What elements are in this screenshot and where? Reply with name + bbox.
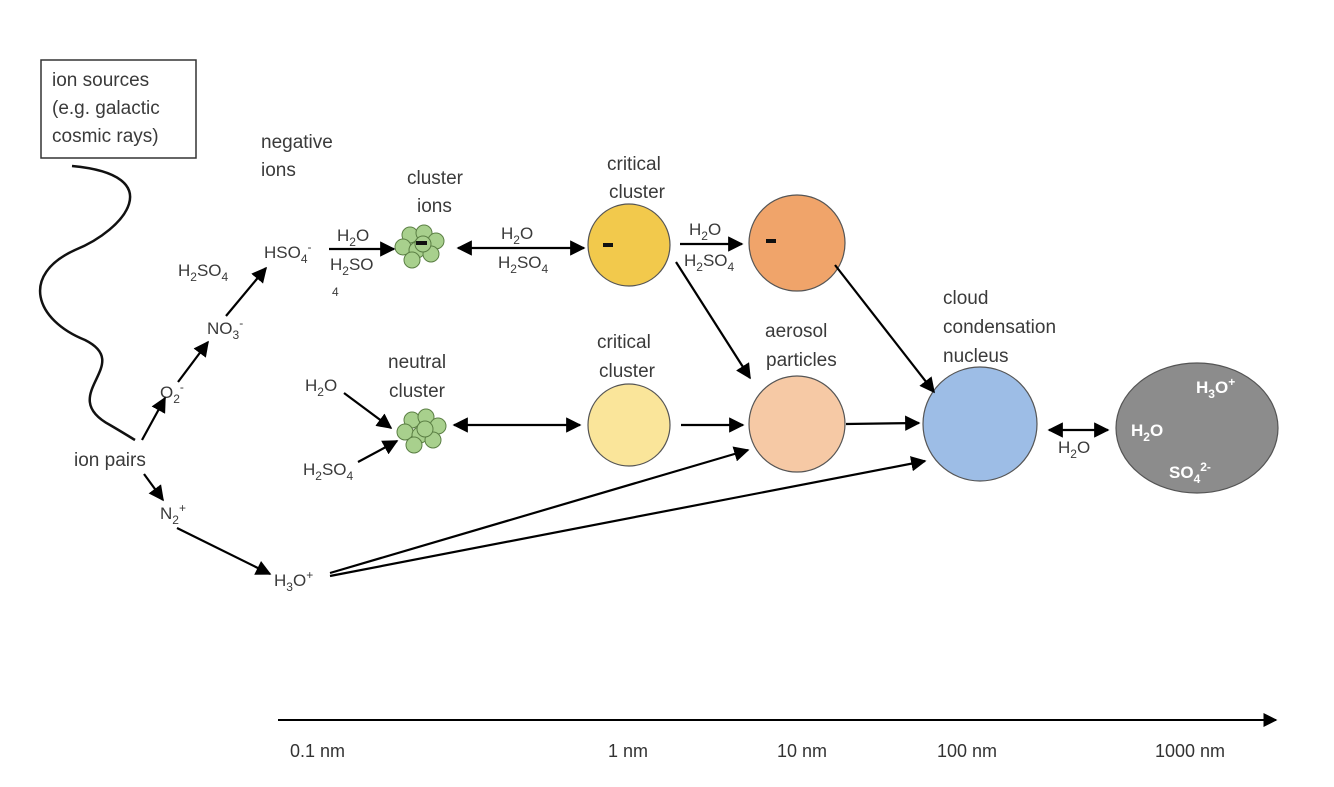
tick-0-1nm: 0.1 nm xyxy=(290,741,345,761)
svg-text:H2SO4: H2SO4 xyxy=(178,261,229,284)
svg-text:cluster: cluster xyxy=(389,381,446,402)
n2-plus: N2+ xyxy=(160,501,186,527)
svg-text:cluster: cluster xyxy=(407,168,464,189)
ion-pairs-label: ion pairs xyxy=(74,450,146,471)
cluster-ions-label: cluster ions xyxy=(407,168,464,217)
no3-minus: NO3- xyxy=(207,316,243,342)
svg-text:H2SO: H2SO xyxy=(330,255,374,278)
svg-text:condensation: condensation xyxy=(943,317,1056,338)
h2so4-neutral-precursor: H2SO4 xyxy=(303,460,354,483)
neutral-cluster-icon xyxy=(396,408,447,454)
svg-text:H2O: H2O xyxy=(337,226,369,249)
h3o-plus: H3O+ xyxy=(274,568,313,594)
ccn-label: cloud condensation nucleus xyxy=(943,288,1056,367)
critical-cluster-top-label: critical cluster xyxy=(607,154,666,203)
svg-text:NO3-: NO3- xyxy=(207,316,243,342)
cloud-droplet: H3O+ H2O SO42- xyxy=(1115,362,1279,494)
h2so4-left: H2SO4 xyxy=(178,261,229,284)
svg-text:H2SO4: H2SO4 xyxy=(684,251,735,274)
critical-cluster-neutral-particle xyxy=(587,383,671,467)
tick-1000nm: 1000 nm xyxy=(1155,741,1225,761)
svg-text:H2SO4: H2SO4 xyxy=(498,253,549,276)
cluster-ion-icon xyxy=(394,224,445,269)
ion-sources-line2: (e.g. galactic xyxy=(52,98,160,119)
arrow2-label: H2O H2SO4 xyxy=(498,224,549,276)
hso4-minus: HSO4- xyxy=(264,240,312,266)
svg-text:nucleus: nucleus xyxy=(943,346,1009,367)
svg-text:H2O: H2O xyxy=(689,220,721,243)
svg-text:particles: particles xyxy=(766,350,837,371)
ccn-particle xyxy=(922,366,1038,482)
tick-1nm: 1 nm xyxy=(608,741,648,761)
arrow3-label: H2O H2SO4 xyxy=(684,220,735,274)
neutral-cluster-label: neutral cluster xyxy=(388,352,446,402)
ion-sources-line1: ion sources xyxy=(52,70,149,91)
reaction-arrows xyxy=(141,236,1110,578)
droplet-arrow-label: H2O xyxy=(1058,438,1090,461)
negative-ions-label: negative ions xyxy=(261,132,333,181)
critical-cluster-ion-particle xyxy=(587,203,671,287)
svg-text:H2SO4: H2SO4 xyxy=(303,460,354,483)
svg-text:H2O: H2O xyxy=(1058,438,1090,461)
svg-text:ions: ions xyxy=(417,196,452,217)
tick-10nm: 10 nm xyxy=(777,741,827,761)
ion-sources-box: ion sources (e.g. galactic cosmic rays) xyxy=(40,59,197,159)
svg-text:cluster: cluster xyxy=(609,182,666,203)
svg-text:4: 4 xyxy=(332,285,339,299)
svg-text:HSO4-: HSO4- xyxy=(264,240,312,266)
size-axis: 0.1 nm 1 nm 10 nm 100 nm 1000 nm xyxy=(278,713,1278,761)
aerosol-particles-label: aerosol particles xyxy=(765,321,837,371)
svg-text:neutral: neutral xyxy=(388,352,446,373)
tick-100nm: 100 nm xyxy=(937,741,997,761)
svg-text:critical: critical xyxy=(597,332,651,353)
svg-text:ions: ions xyxy=(261,160,296,181)
arrow1-label: H2O H2SO 4 xyxy=(330,226,374,299)
ion-sources-line3: cosmic rays) xyxy=(52,126,159,147)
svg-text:cloud: cloud xyxy=(943,288,988,309)
svg-text:H2O: H2O xyxy=(305,376,337,399)
aerosol-particle xyxy=(748,375,846,473)
svg-text:aerosol: aerosol xyxy=(765,321,827,342)
svg-text:cluster: cluster xyxy=(599,361,656,382)
critical-cluster-bottom-label: critical cluster xyxy=(597,332,656,382)
svg-text:negative: negative xyxy=(261,132,333,153)
h2o-neutral-precursor: H2O xyxy=(305,376,337,399)
svg-text:critical: critical xyxy=(607,154,661,175)
cosmic-ray-wave xyxy=(38,164,136,442)
charged-particle xyxy=(748,194,846,292)
svg-text:H2O: H2O xyxy=(1131,421,1163,444)
svg-text:H3O+: H3O+ xyxy=(274,568,313,594)
svg-text:N2+: N2+ xyxy=(160,501,186,527)
svg-text:H2O: H2O xyxy=(501,224,533,247)
